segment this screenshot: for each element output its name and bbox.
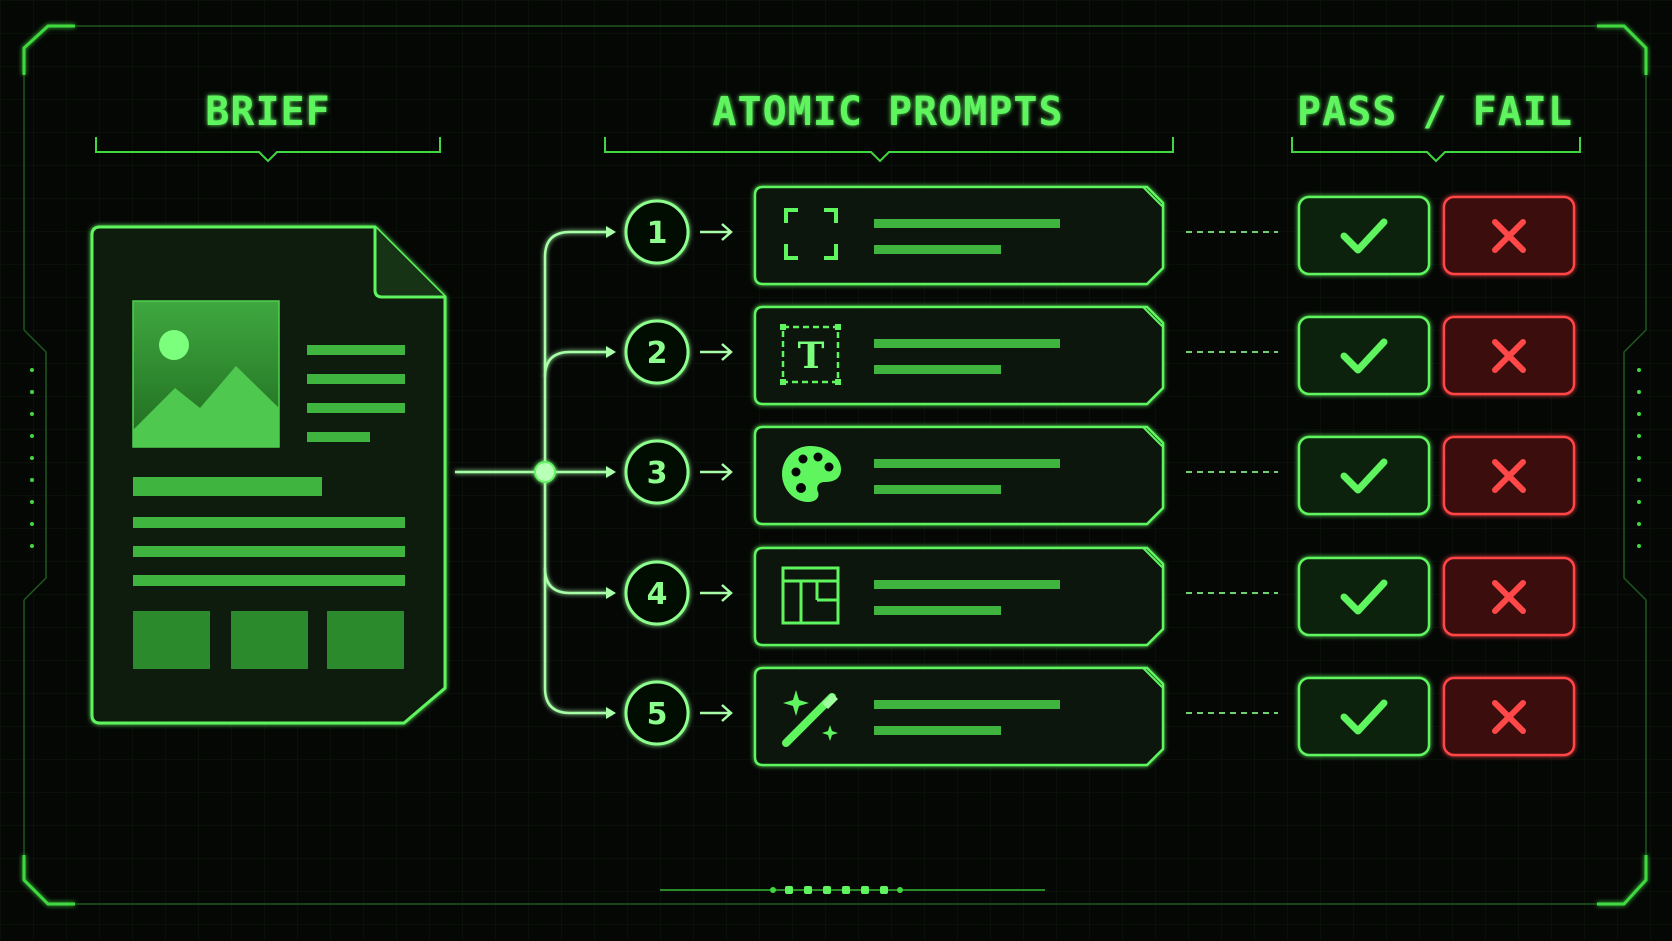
step-number-circle [624, 680, 690, 746]
brief-document [90, 225, 447, 725]
fail-button[interactable] [1442, 315, 1576, 396]
prompt-card[interactable] [753, 185, 1165, 286]
arrow-right-icon [700, 704, 733, 722]
prompt-row: 4 [624, 546, 1576, 647]
prompt-card[interactable] [753, 425, 1165, 526]
step-number-circle [624, 319, 690, 385]
step-number-circle [624, 439, 690, 505]
arrow-right-icon [700, 584, 733, 602]
checkmark-icon [1340, 338, 1388, 374]
pass-button[interactable] [1297, 556, 1431, 637]
x-icon [1492, 580, 1526, 614]
prompt-card[interactable]: T [753, 305, 1165, 406]
prompt-text-line [874, 219, 1060, 228]
x-icon [1492, 219, 1526, 253]
prompt-row: 2 T [624, 305, 1576, 406]
x-icon [1492, 339, 1526, 373]
prompt-text-line [874, 245, 1001, 254]
prompt-row: 3 [624, 425, 1576, 526]
checkmark-icon [1340, 699, 1388, 735]
icon-glyph-t: T [798, 335, 825, 377]
image-placeholder-icon [132, 300, 280, 448]
side-dots [30, 368, 1641, 548]
crop-frame-icon [784, 208, 838, 260]
arrow-right-icon [700, 463, 733, 481]
palette-icon [782, 446, 841, 502]
arrow-right-icon [700, 343, 733, 361]
fail-button[interactable] [1442, 556, 1576, 637]
magic-wand-icon [782, 690, 838, 747]
prompt-text-line [874, 339, 1060, 348]
arrow-right-icon [700, 223, 733, 241]
checkmark-icon [1340, 218, 1388, 254]
brief-blocks [133, 611, 404, 669]
prompt-text-line [874, 365, 1001, 374]
step-number-circle [624, 560, 690, 626]
prompt-row: 5 [624, 666, 1576, 767]
prompt-text-line [874, 726, 1001, 735]
checkmark-icon [1340, 579, 1388, 615]
prompt-text-line [874, 606, 1001, 615]
prompt-card[interactable] [753, 546, 1165, 647]
step-number: 1 [647, 216, 668, 251]
bottom-indicator [660, 886, 1045, 894]
hud-frame-dim [23, 25, 1647, 905]
fail-button[interactable] [1442, 195, 1576, 276]
layout-grid-icon [781, 566, 840, 625]
junction-node [534, 461, 556, 483]
step-number: 5 [647, 697, 668, 732]
step-number-circle [624, 199, 690, 265]
prompt-card[interactable] [753, 666, 1165, 767]
step-number: 2 [647, 336, 668, 371]
prompt-row: 1 [624, 185, 1576, 286]
connector-arrowheads [606, 226, 616, 719]
fail-button[interactable] [1442, 676, 1576, 757]
prompt-text-line [874, 580, 1060, 589]
pass-button[interactable] [1297, 676, 1431, 757]
x-icon [1492, 700, 1526, 734]
x-icon [1492, 459, 1526, 493]
prompt-text-line [874, 700, 1060, 709]
pass-button[interactable] [1297, 435, 1431, 516]
pass-button[interactable] [1297, 315, 1431, 396]
header-atomic-prompts: ATOMIC PROMPTS [712, 89, 1063, 135]
hud-frame [22, 24, 1648, 906]
fail-button[interactable] [1442, 435, 1576, 516]
brief-text-lines [133, 345, 405, 586]
pass-button[interactable] [1297, 195, 1431, 276]
prompt-text-line [874, 459, 1060, 468]
prompt-text-line [874, 485, 1001, 494]
step-number: 3 [647, 456, 668, 491]
checkmark-icon [1340, 458, 1388, 494]
header-brief: BRIEF [205, 89, 330, 135]
text-T-icon: T [780, 324, 841, 385]
step-number: 4 [647, 577, 668, 612]
header-pass-fail: PASS / FAIL [1297, 89, 1573, 135]
header-brackets [95, 137, 1581, 163]
connector-tree [455, 230, 610, 715]
